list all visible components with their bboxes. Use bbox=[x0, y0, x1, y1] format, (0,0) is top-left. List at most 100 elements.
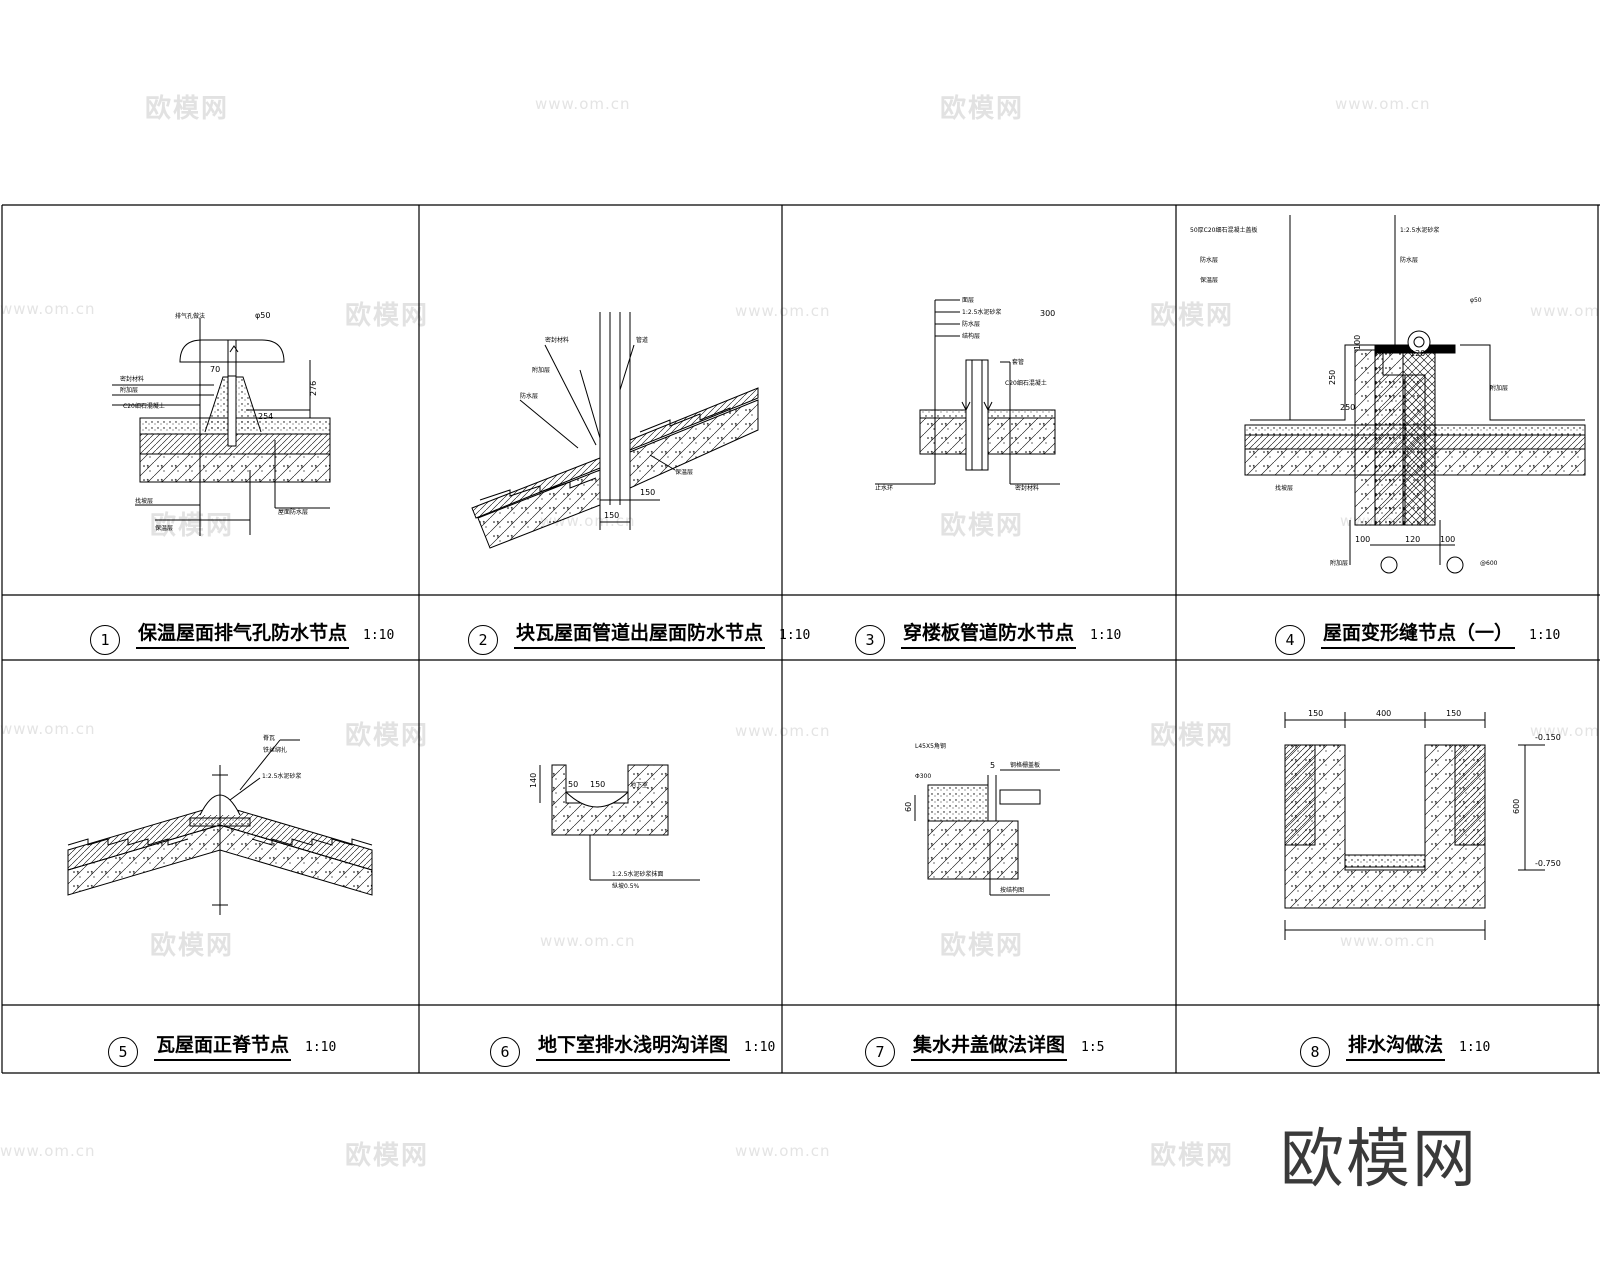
svg-text:150: 150 bbox=[604, 511, 619, 520]
svg-text:纵坡0.5%: 纵坡0.5% bbox=[612, 882, 640, 890]
svg-text:φ50: φ50 bbox=[1470, 297, 1482, 304]
svg-text:保温层: 保温层 bbox=[1200, 276, 1218, 284]
svg-text:120: 120 bbox=[1410, 349, 1425, 358]
watermark-logo: 欧模网 bbox=[940, 94, 1025, 124]
svg-text:1:2.5水泥砂浆: 1:2.5水泥砂浆 bbox=[962, 308, 1001, 316]
watermark-logo: 欧模网 bbox=[345, 301, 430, 331]
detail-title-4: 4 屋面变形缝节点（一） 1:10 bbox=[1275, 618, 1560, 655]
svg-text:120: 120 bbox=[1405, 535, 1420, 544]
watermark-url: www.om.cn bbox=[0, 720, 96, 738]
svg-text:600: 600 bbox=[1512, 799, 1521, 814]
svg-text:C20细石混凝土: C20细石混凝土 bbox=[1005, 379, 1047, 387]
detail-title-1: 1 保温屋面排气孔防水节点 1:10 bbox=[90, 618, 395, 655]
detail-scale: 1:10 bbox=[305, 1040, 337, 1055]
svg-text:1:2.5水泥砂浆: 1:2.5水泥砂浆 bbox=[262, 772, 301, 780]
detail-number: 8 bbox=[1300, 1037, 1330, 1067]
detail-title-3: 3 穿楼板管道防水节点 1:10 bbox=[855, 618, 1121, 655]
watermark-url: www.om.cn bbox=[735, 1142, 831, 1160]
svg-text:300: 300 bbox=[1040, 309, 1055, 318]
watermark-url: www.om.cn bbox=[1335, 95, 1431, 113]
detail-number: 2 bbox=[468, 625, 498, 655]
detail-title-text: 集水井盖做法详图 bbox=[911, 1030, 1068, 1061]
svg-text:附加层: 附加层 bbox=[532, 366, 550, 374]
detail-number: 4 bbox=[1275, 625, 1305, 655]
detail-title-6: 6 地下室排水浅明沟详图 1:10 bbox=[490, 1030, 775, 1067]
svg-text:按结构图: 按结构图 bbox=[1000, 886, 1024, 894]
detail-title-7: 7 集水井盖做法详图 1:5 bbox=[865, 1030, 1105, 1067]
detail-6-drawing: 140 50 150 地下室 1:2.5水泥砂浆抹面 纵坡0.5% bbox=[529, 764, 700, 890]
detail-4-drawing: 100 120 100 250 250 100 120 50厚C20细石混凝土盖… bbox=[1190, 215, 1586, 574]
svg-text:防水层: 防水层 bbox=[962, 320, 980, 328]
svg-text:密封材料: 密封材料 bbox=[545, 336, 569, 344]
svg-text:地下室: 地下室 bbox=[630, 781, 648, 789]
svg-text:-0.150: -0.150 bbox=[1535, 733, 1561, 742]
detail-scale: 1:5 bbox=[1081, 1040, 1105, 1055]
watermark-logo: 欧模网 bbox=[345, 721, 430, 751]
svg-text:400: 400 bbox=[1376, 709, 1391, 718]
svg-text:50厚C20细石混凝土盖板: 50厚C20细石混凝土盖板 bbox=[1190, 226, 1257, 234]
watermark-url: www.om.cn bbox=[1340, 932, 1436, 950]
detail-title-text: 屋面变形缝节点（一） bbox=[1321, 618, 1516, 649]
svg-text:150: 150 bbox=[1308, 709, 1323, 718]
detail-number: 6 bbox=[490, 1037, 520, 1067]
svg-text:@600: @600 bbox=[1480, 560, 1498, 567]
detail-scale: 1:10 bbox=[779, 628, 811, 643]
watermark-url: www.om.cn bbox=[540, 932, 636, 950]
detail-number: 3 bbox=[855, 625, 885, 655]
svg-text:-0.750: -0.750 bbox=[1535, 859, 1561, 868]
svg-text:250: 250 bbox=[1340, 403, 1355, 412]
svg-text:附加层: 附加层 bbox=[120, 386, 138, 394]
svg-text:铁丝绑扎: 铁丝绑扎 bbox=[263, 746, 287, 754]
svg-text:附加层: 附加层 bbox=[1490, 384, 1508, 392]
detail-7-drawing: 60 5 Φ300 L45X5角钢 钢格栅盖板 按结构图 bbox=[904, 742, 1060, 896]
watermark-url: www.om.cn bbox=[535, 95, 631, 113]
svg-text:保温层: 保温层 bbox=[675, 468, 693, 476]
detail-title-text: 穿楼板管道防水节点 bbox=[901, 618, 1077, 649]
svg-text:276: 276 bbox=[309, 381, 318, 396]
watermark-url: www.om.cn bbox=[1530, 302, 1600, 320]
svg-text:70: 70 bbox=[210, 365, 220, 374]
svg-text:排气孔做法: 排气孔做法 bbox=[175, 312, 205, 320]
svg-text:C20细石混凝土: C20细石混凝土 bbox=[123, 402, 165, 410]
detail-title-2: 2 块瓦屋面管道出屋面防水节点 1:10 bbox=[468, 618, 811, 655]
watermark-logo: 欧模网 bbox=[145, 94, 230, 124]
svg-text:1:2.5水泥砂浆: 1:2.5水泥砂浆 bbox=[1400, 226, 1439, 234]
svg-text:1:2.5水泥砂浆抹面: 1:2.5水泥砂浆抹面 bbox=[612, 870, 663, 878]
detail-title-5: 5 瓦屋面正脊节点 1:10 bbox=[108, 1030, 337, 1067]
svg-text:150: 150 bbox=[590, 780, 605, 789]
detail-number: 1 bbox=[90, 625, 120, 655]
svg-text:找坡层: 找坡层 bbox=[1275, 484, 1293, 492]
detail-number: 5 bbox=[108, 1037, 138, 1067]
svg-text:150: 150 bbox=[1446, 709, 1461, 718]
svg-text:保温层: 保温层 bbox=[155, 524, 173, 532]
svg-text:脊瓦: 脊瓦 bbox=[263, 734, 275, 742]
detail-5-drawing: 脊瓦 铁丝绑扎 1:2.5水泥砂浆 bbox=[67, 734, 373, 915]
detail-3-drawing: 面层 1:2.5水泥砂浆 300 防水层 结构层 套管 C20细石混凝土 止水环… bbox=[875, 297, 1060, 492]
svg-text:60: 60 bbox=[904, 802, 913, 812]
svg-text:防水层: 防水层 bbox=[520, 392, 538, 400]
brand-watermark: 欧模网 bbox=[1280, 1123, 1478, 1197]
svg-text:套管: 套管 bbox=[1012, 358, 1024, 366]
detail-8-drawing: 150 400 150 -0.150 600 -0.750 bbox=[1284, 709, 1561, 940]
svg-text:Φ300: Φ300 bbox=[915, 773, 931, 780]
svg-text:找坡层: 找坡层 bbox=[135, 497, 153, 505]
svg-text:密封材料: 密封材料 bbox=[1015, 484, 1039, 492]
svg-text:φ50: φ50 bbox=[255, 311, 270, 320]
watermark-logo: 欧模网 bbox=[1150, 721, 1235, 751]
detail-title-text: 地下室排水浅明沟详图 bbox=[536, 1030, 731, 1061]
svg-text:50: 50 bbox=[568, 780, 578, 789]
detail-title-text: 排水沟做法 bbox=[1346, 1030, 1446, 1061]
watermark-url: www.om.cn bbox=[0, 300, 96, 318]
watermark-logo: 欧模网 bbox=[150, 931, 235, 961]
sheet-grid bbox=[1, 204, 1600, 1074]
svg-text:5: 5 bbox=[990, 761, 995, 770]
watermark-logo: 欧模网 bbox=[345, 1141, 430, 1171]
watermark-logo: 欧模网 bbox=[940, 931, 1025, 961]
detail-scale: 1:10 bbox=[363, 628, 395, 643]
svg-text:屋面防水层: 屋面防水层 bbox=[278, 508, 308, 516]
svg-text:100: 100 bbox=[1440, 535, 1455, 544]
detail-scale: 1:10 bbox=[1459, 1040, 1491, 1055]
svg-text:100: 100 bbox=[1353, 335, 1362, 350]
svg-text:L45X5角钢: L45X5角钢 bbox=[915, 742, 946, 750]
detail-1-drawing: 排气孔做法 密封材料 附加层 70 φ50 276 254 C20细石混凝土 找… bbox=[112, 311, 331, 536]
